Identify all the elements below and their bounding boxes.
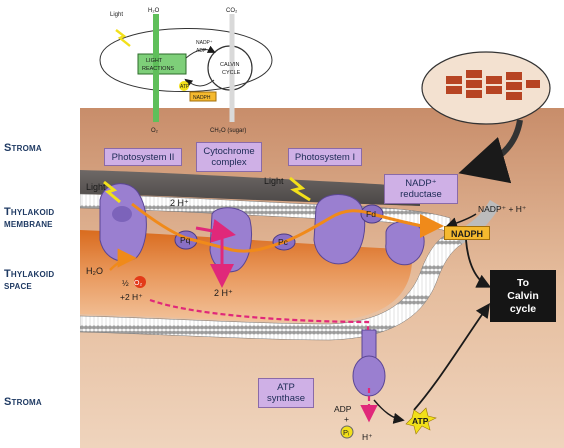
adp-to-atp-arrow <box>373 399 405 424</box>
label-thylakoid-space-line2: space <box>4 280 32 292</box>
nadph-to-calvin-arrow <box>465 239 492 288</box>
inset-diagram <box>99 14 273 122</box>
label-stroma-bottom: Stroma <box>4 396 42 408</box>
water-arrow <box>109 248 137 271</box>
photosystem-i-text: Photosystem I <box>294 151 356 163</box>
photosystem-ii-label: Photosystem II <box>104 148 182 166</box>
light-bolt-2 <box>289 176 311 202</box>
zoom-arrow <box>458 119 523 184</box>
oxygen-molecule <box>134 276 146 288</box>
atp-synthase-text-line1: ATP <box>277 382 295 393</box>
label-stroma-bottom-text: Stroma <box>4 396 42 408</box>
nadph-box: NADPH <box>444 226 490 240</box>
proton-path <box>195 219 236 243</box>
label-stroma-top-text: Stroma <box>4 142 42 154</box>
nadp-reductase-protein <box>385 221 425 266</box>
nadp-reductase-text-line2: reductase <box>400 189 442 200</box>
electron-path <box>131 202 444 253</box>
cytochrome-text-line1: Cytochrome <box>203 146 255 157</box>
photosystem-ii-protein <box>99 183 147 262</box>
photosystem-i-label: Photosystem I <box>288 148 362 166</box>
nadp-reductase-label: NADP⁺ reductase <box>384 174 458 204</box>
light-bolt-1 <box>103 180 121 204</box>
photosystem-i-protein <box>313 194 366 265</box>
photosystem-ii-text: Photosystem II <box>111 151 175 163</box>
label-thylakoid-membrane-line1: Thylakoid <box>4 206 55 218</box>
label-thylakoid-membrane: Thylakoid membrane <box>4 206 54 230</box>
label-thylakoid-membrane-line2: membrane <box>4 218 53 230</box>
cytochrome-complex-label: Cytochrome complex <box>196 142 262 172</box>
to-calvin-line1: To <box>516 276 530 289</box>
nadp-arrow <box>445 213 477 229</box>
cytochrome-protein <box>209 207 252 273</box>
to-calvin-line3: cycle <box>509 302 537 315</box>
label-thylakoid-space: Thylakoid space <box>4 268 54 292</box>
phosphate-icon <box>340 425 354 439</box>
label-thylakoid-space-line1: Thylakoid <box>4 268 55 280</box>
nadp-reductase-text-line1: NADP⁺ <box>405 178 437 189</box>
atp-to-calvin-arrow <box>413 303 491 411</box>
label-stroma-top: Stroma <box>4 142 42 154</box>
to-calvin-cycle-box: To Calvin cycle <box>490 270 556 322</box>
atp-burst <box>405 407 437 435</box>
atp-synthase-label: ATP synthase <box>258 378 314 408</box>
photosystem-ii-core <box>112 206 132 222</box>
cytochrome-text-line2: complex <box>211 157 247 168</box>
chloroplast-grana <box>446 70 540 100</box>
atp-synthase-text-line2: synthase <box>266 393 306 404</box>
region-labels: Stroma Thylakoid membrane Thylakoid spac… <box>0 0 80 448</box>
to-calvin-line2: Calvin <box>507 289 539 302</box>
proton-dashed-flow <box>149 298 370 330</box>
